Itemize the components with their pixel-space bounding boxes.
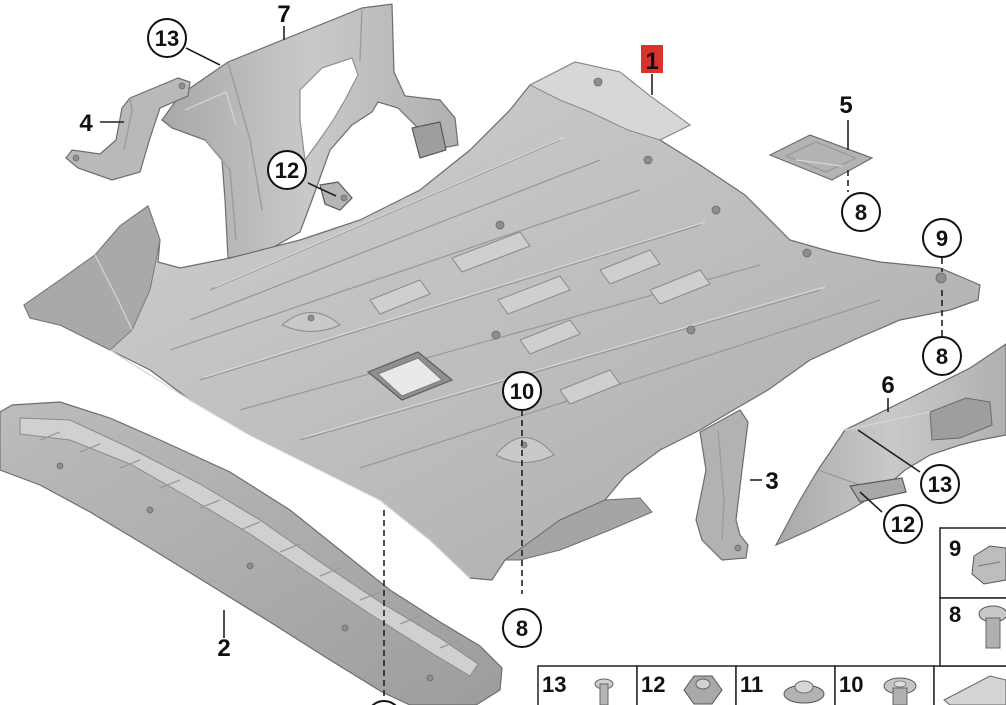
callout-9: 9 <box>922 218 962 258</box>
flange-nut-icon <box>783 680 825 704</box>
svg-text:12: 12 <box>641 672 665 697</box>
part-3-label: 3 <box>765 468 778 495</box>
part-3-bracket <box>695 409 749 561</box>
svg-text:9: 9 <box>949 536 961 561</box>
part-4-bracket <box>65 77 191 181</box>
callout-13-right: 13 <box>920 464 960 504</box>
spring-nut-icon <box>971 545 1006 585</box>
table-cell-10: 10 <box>839 672 917 705</box>
part-4-label: 4 <box>79 110 93 137</box>
fastener-table: 13 12 11 10 <box>537 527 1006 705</box>
bolt-icon <box>594 678 614 705</box>
table-cell-8: 8 <box>949 602 1006 649</box>
callout-10: 10 <box>502 371 542 411</box>
callout-8-bottom: 8 <box>502 608 542 648</box>
svg-text:10: 10 <box>839 672 863 697</box>
callout-12-upper: 12 <box>267 150 307 190</box>
leader-lines <box>100 26 943 700</box>
callout-8-right: 8 <box>922 336 962 376</box>
part-6-side-panel <box>774 343 1006 547</box>
hex-nut-icon <box>683 675 723 705</box>
table-cell-13: 13 <box>542 672 614 705</box>
svg-text:12: 12 <box>891 512 915 537</box>
part-labels: 1 2 3 4 5 6 7 <box>79 1 894 662</box>
push-clip-icon <box>978 605 1006 649</box>
part-5-label: 5 <box>839 92 852 119</box>
callouts: 13 12 8 9 8 10 8 13 <box>147 18 962 705</box>
svg-text:8: 8 <box>516 616 528 641</box>
svg-text:13: 13 <box>542 672 566 697</box>
table-cell-11: 11 <box>740 672 825 704</box>
svg-text:8: 8 <box>949 602 961 627</box>
part-7-bracket <box>161 3 459 259</box>
svg-text:13: 13 <box>928 472 952 497</box>
callout-12-right: 12 <box>883 504 923 544</box>
callout-13-upper: 13 <box>147 18 187 58</box>
svg-text:12: 12 <box>275 158 299 183</box>
svg-text:8: 8 <box>855 200 867 225</box>
part-5-cover-plate <box>768 134 874 181</box>
part-6-label: 6 <box>881 372 894 399</box>
table-cell-12: 12 <box>641 672 723 705</box>
part-2-label: 2 <box>217 635 230 662</box>
part-7-label: 7 <box>277 1 290 28</box>
table-cell-9: 9 <box>949 536 1006 585</box>
svg-text:10: 10 <box>510 379 534 404</box>
svg-text:8: 8 <box>936 344 948 369</box>
expanding-rivet-icon <box>883 677 917 705</box>
svg-text:13: 13 <box>155 26 179 51</box>
part-1-label: 1 <box>645 48 658 75</box>
svg-text:9: 9 <box>936 226 948 251</box>
part-1-underbody-shield <box>23 61 981 581</box>
callout-partial-bottom <box>371 700 397 705</box>
callout-8-cover: 8 <box>841 192 881 232</box>
part-2-front-beam <box>0 401 503 705</box>
partial-fastener-icon <box>943 675 1006 705</box>
svg-text:11: 11 <box>740 672 763 697</box>
part-1-label-highlight <box>641 45 663 73</box>
